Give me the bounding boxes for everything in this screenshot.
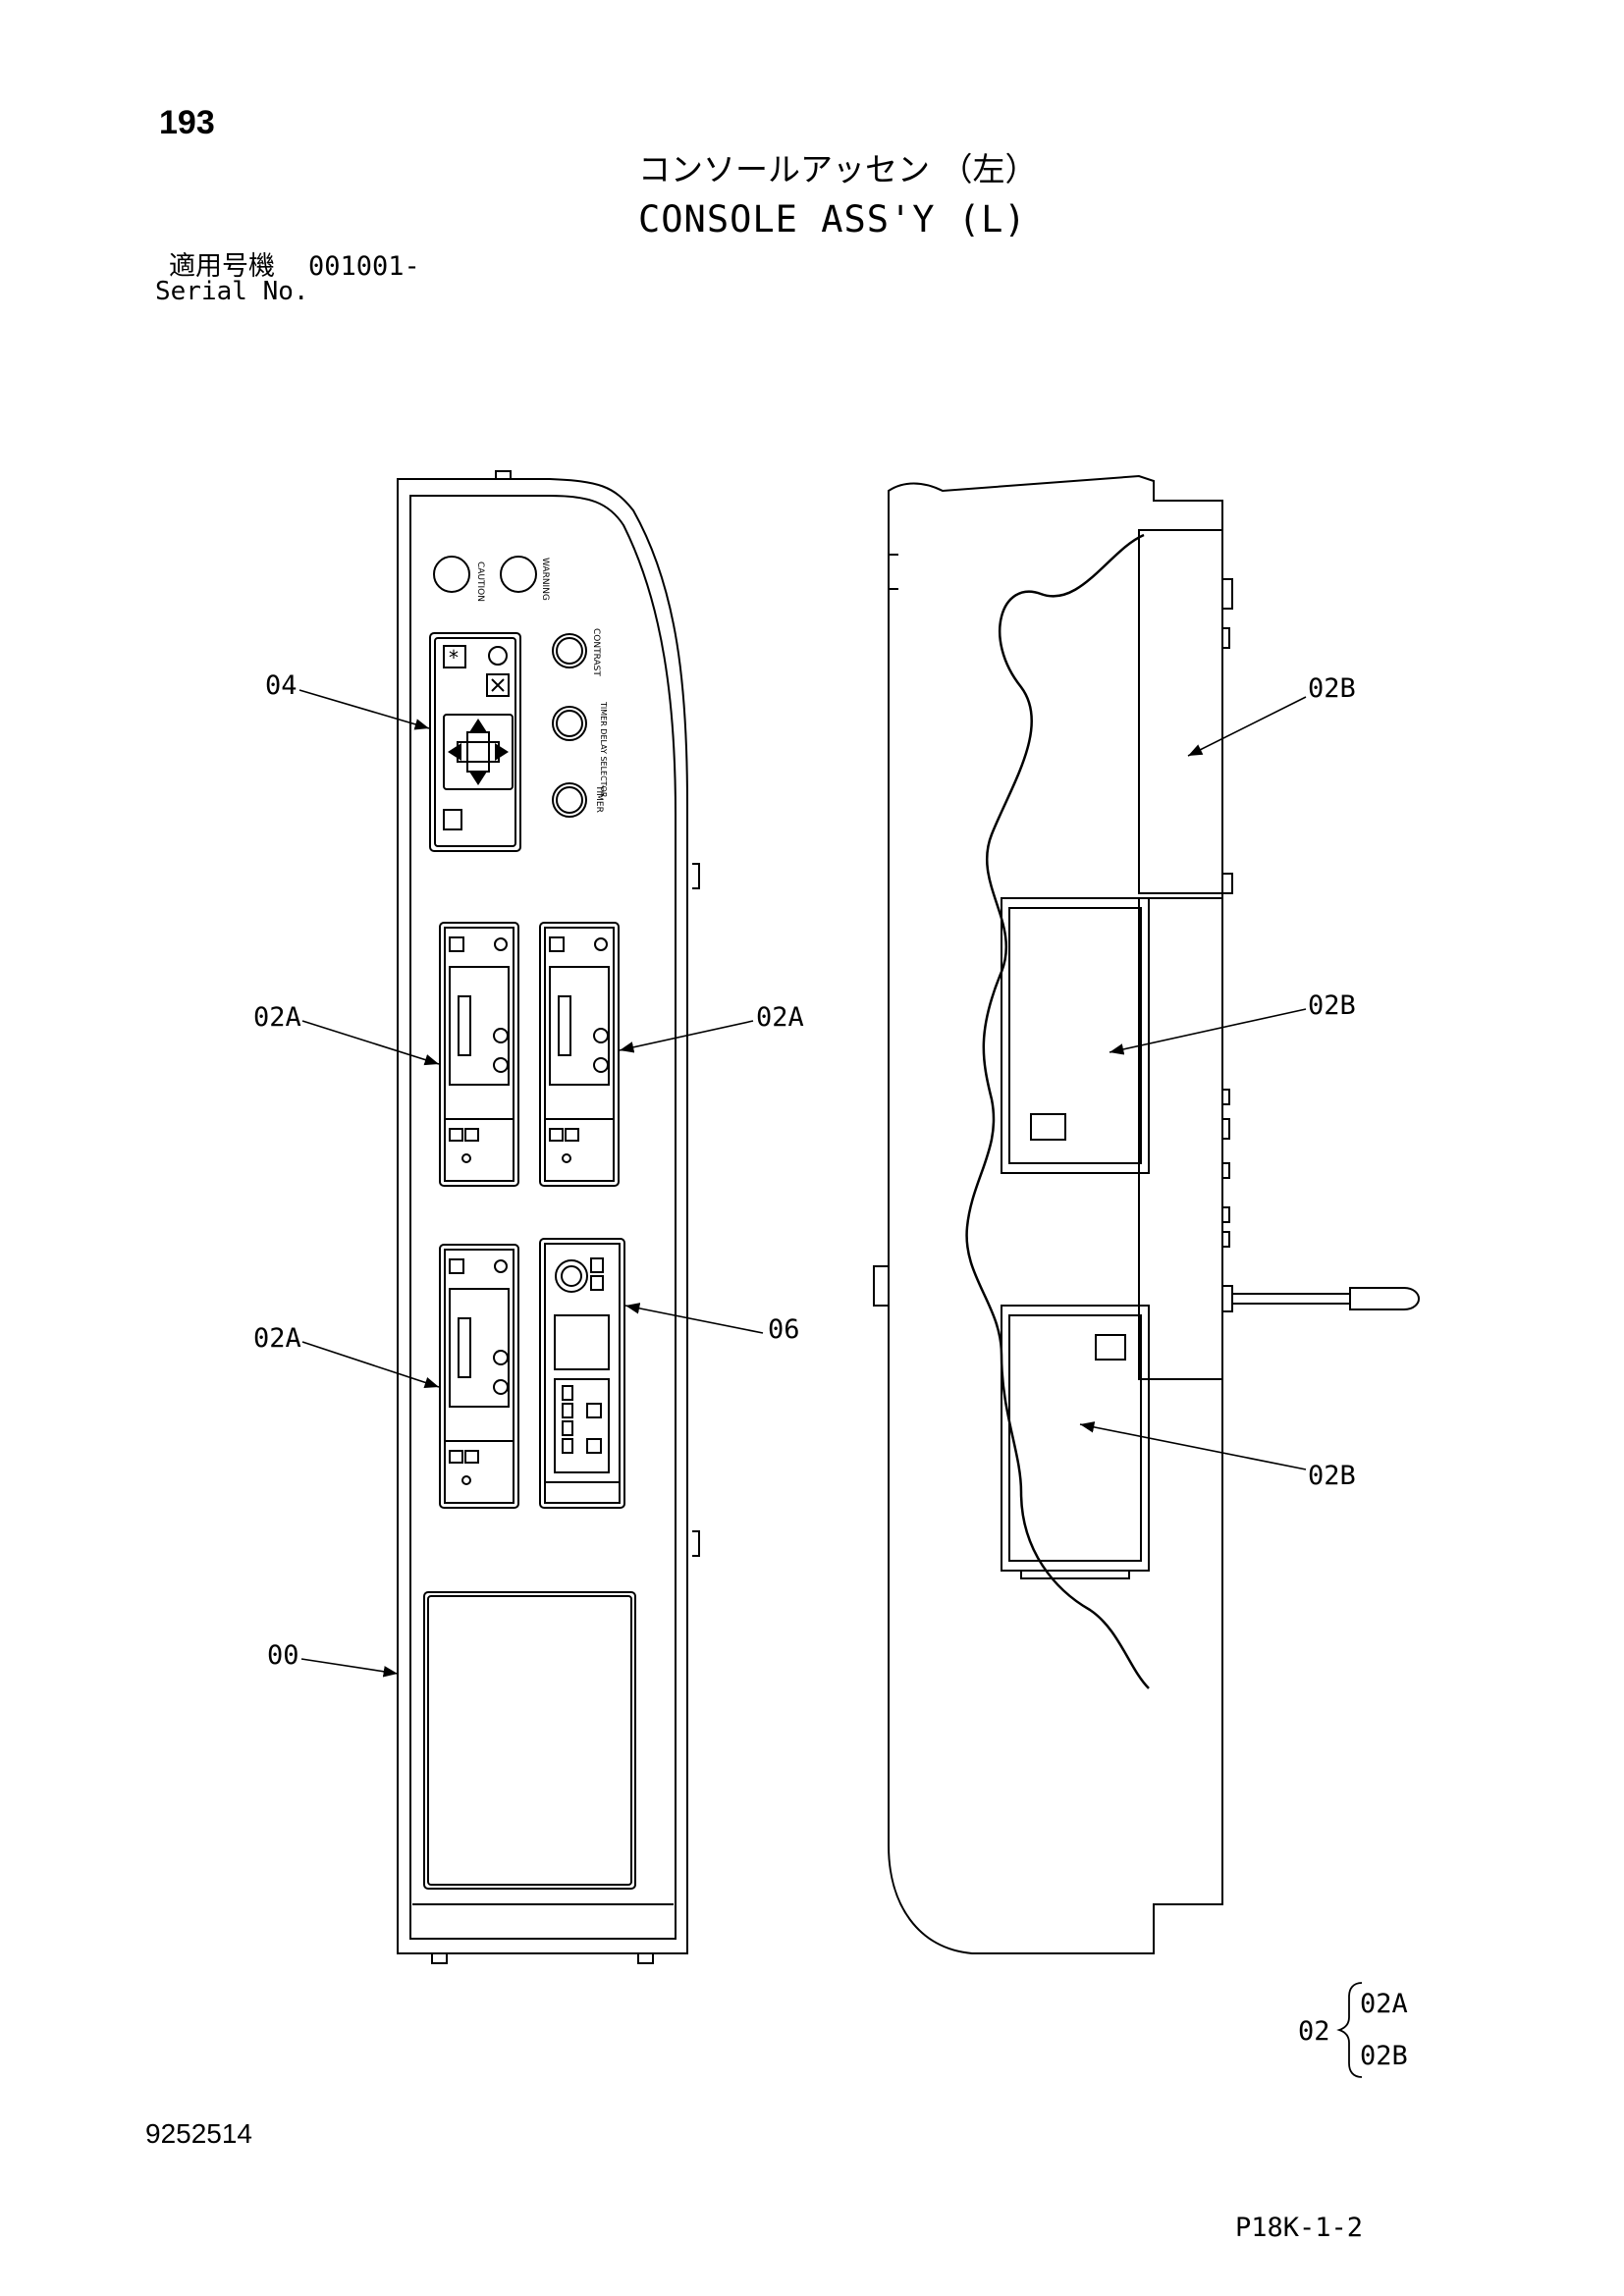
callout-04: 04 bbox=[265, 670, 298, 701]
drawing-number: 9252514 bbox=[145, 2118, 253, 2149]
warning-lamp bbox=[500, 556, 537, 593]
switch-panel-02a-top-left bbox=[439, 922, 519, 1187]
svg-text:*: * bbox=[449, 646, 459, 669]
side-tab-upper bbox=[888, 554, 898, 590]
caution-lamp bbox=[433, 556, 470, 593]
title-japanese: コンソールアッセン （左） bbox=[638, 150, 1038, 188]
callout-02a-left-top: 02A bbox=[253, 1002, 301, 1033]
callout-02b-bottom: 02B bbox=[1308, 1461, 1356, 1491]
contrast-knob bbox=[556, 637, 583, 665]
timer-delay-selector-label: TIMER DELAY SELECTOR bbox=[599, 701, 608, 798]
side-connectors bbox=[1222, 578, 1233, 1248]
console-inner-edge bbox=[409, 495, 677, 1940]
callout-02b-middle: 02B bbox=[1308, 990, 1356, 1021]
legend-parent: 02 bbox=[1298, 2016, 1330, 2047]
caution-label: CAUTION bbox=[475, 561, 485, 602]
title-english: CONSOLE ASS'Y (L) bbox=[638, 198, 1027, 240]
page-code: P18K-1-2 bbox=[1235, 2213, 1364, 2243]
controller-box-upper bbox=[1001, 897, 1150, 1174]
wiring-harness-bracket-upper bbox=[1138, 529, 1223, 894]
serial-label-japanese: 適用号機 bbox=[169, 251, 275, 282]
contrast-label: CONTRAST bbox=[591, 628, 601, 676]
page-number: 193 bbox=[159, 104, 215, 141]
cutaway-tear-line bbox=[965, 533, 1150, 1689]
switch-panel-02a-bottom-left bbox=[439, 1244, 519, 1509]
warning-label: WARNING bbox=[540, 558, 550, 601]
callout-02a-right-top: 02A bbox=[756, 1002, 804, 1033]
callout-06: 06 bbox=[768, 1314, 800, 1345]
callout-02a-left-bottom: 02A bbox=[253, 1323, 301, 1354]
console-tabs bbox=[495, 470, 700, 1557]
callout-leaders bbox=[298, 689, 1307, 1678]
part-grouping-legend: 02 02A 02B bbox=[1298, 1982, 1408, 2078]
blank-cover-panel bbox=[423, 1591, 636, 1890]
legend-child-b: 02B bbox=[1360, 2041, 1408, 2071]
timer-label: TIMER bbox=[594, 784, 604, 813]
bracket-middle bbox=[1138, 897, 1223, 1380]
switch-panel-06 bbox=[539, 1238, 625, 1509]
legend-child-a: 02A bbox=[1360, 1989, 1408, 2019]
side-tab-middle bbox=[873, 1265, 889, 1307]
callout-00: 00 bbox=[267, 1640, 299, 1671]
front-view: CAUTION WARNING * CONTRAST TIMER DELAY S… bbox=[397, 470, 700, 1964]
controller-box-lower bbox=[1001, 1305, 1150, 1572]
console-feet bbox=[431, 1953, 654, 1964]
serial-label-english: Serial No. bbox=[155, 277, 309, 306]
menu-key bbox=[443, 809, 462, 830]
side-cutaway-view bbox=[873, 474, 1421, 1954]
callout-02b-top: 02B bbox=[1308, 673, 1356, 704]
lever-handle bbox=[1222, 1285, 1421, 1312]
timer-knob bbox=[556, 786, 583, 814]
power-icon bbox=[488, 646, 508, 666]
cancel-key bbox=[486, 673, 510, 697]
serial-number: 001001- bbox=[308, 251, 420, 282]
console-outline-front bbox=[397, 478, 688, 1954]
timer-delay-knob bbox=[556, 710, 583, 737]
switch-panel-02a-top-right bbox=[539, 922, 620, 1187]
console-outline-side bbox=[888, 474, 1223, 1954]
monitor-switch-panel: * bbox=[429, 632, 521, 852]
